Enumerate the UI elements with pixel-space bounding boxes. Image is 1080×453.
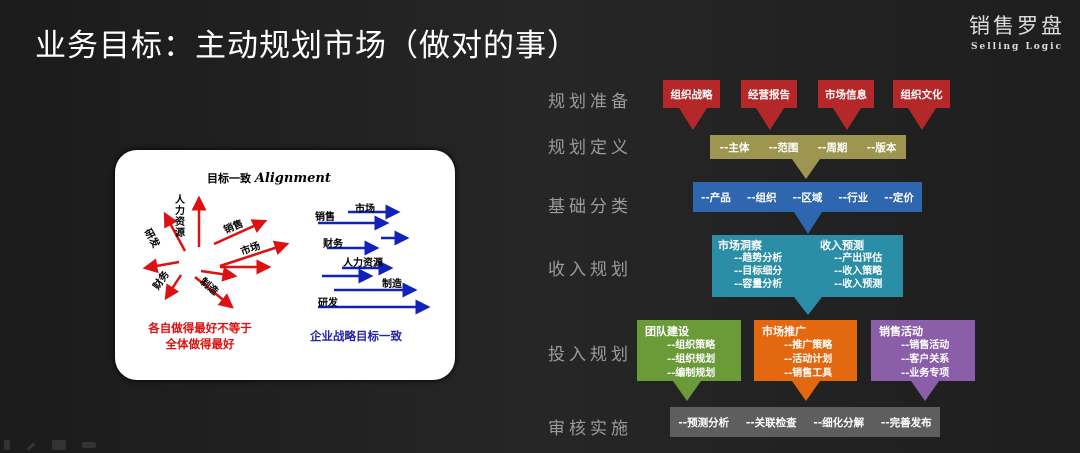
arrow-down-icon [792,159,820,179]
label-mfg-r: 制造 [382,279,402,290]
row-label: 收入规划 [548,260,632,280]
left-caption: 各自做得最好不等于全体做得最好 [125,320,275,352]
row-label: 规划定义 [548,138,632,158]
invest-item: --组织规划 [667,354,716,365]
revenue-item: --收入预测 [834,279,883,290]
invest-item: --业务专项 [901,368,950,379]
right-caption: 企业战略目标一致 [310,329,402,343]
classify-item: --定价 [884,191,914,204]
invest-box-sales: 销售活动 --销售活动 --客户关系 --业务专项 [871,320,975,381]
revenue-title: 市场洞察 [718,239,762,252]
prep-box: 经营报告 [741,80,797,108]
define-item: --版本 [866,141,897,154]
prep-box: 组织文化 [893,80,950,108]
logo-cn: 销售罗盘 [969,14,1065,38]
prev-slide-icon[interactable] [4,440,10,450]
next-slide-icon[interactable] [82,442,96,448]
classify-item: --组织 [746,191,777,204]
label-sales-r: 销售 [315,212,335,223]
revenue-box: 市场洞察--趋势分析 --目标细分 --容量分析 收入预测--产出评估 --收入策略 -… [712,235,903,297]
revenue-title: 收入预测 [820,239,864,252]
define-bar: --主体 --范围 --周期 --版本 [710,135,906,159]
invest-item: --活动计划 [784,354,833,365]
label-hr-r: 人力资源 [343,258,383,269]
left-caption-line: 全体做得最好 [165,337,235,351]
arrow-down-icon [833,108,861,130]
row-label: 审核实施 [548,419,632,439]
row-label: 投入规划 [548,345,632,365]
prep-box: 市场信息 [818,80,874,108]
invest-item: --客户关系 [901,354,950,365]
review-item: --关联检查 [745,416,797,429]
review-item: --细化分解 [813,416,865,429]
define-item: --范围 [768,141,799,154]
review-bar: --预测分析 --关联检查 --细化分解 --完善发布 [670,407,940,437]
invest-title: 市场推广 [762,325,806,338]
revenue-item: --收入策略 [834,266,883,277]
label-hr: 人力资源 [175,195,185,239]
revenue-item: --趋势分析 [734,253,783,264]
classify-item: --行业 [838,191,869,204]
revenue-item: --容量分析 [734,279,783,290]
alignment-card: 目标一致 Alignment 人力资源 销售 研发 市场 财务 制造 销售 市场… [115,150,455,380]
label-finance-r: 财务 [323,239,343,250]
left-caption-line: 各自做得最好不等于 [148,321,252,335]
card-heading: 目标一致 Alignment [207,171,331,186]
arrow-down-icon [911,381,939,401]
invest-item: --编制规划 [667,368,716,379]
prep-box: 组织战略 [663,80,720,108]
arrow-down-icon [794,297,822,315]
arrow-down-icon [679,108,707,130]
row-label: 基础分类 [548,197,632,217]
review-item: --完善发布 [880,416,932,429]
classify-bar: --产品 --组织 --区域 --行业 --定价 [693,182,922,212]
arrow-down-icon [908,108,936,130]
arrow-down-icon [794,212,822,234]
alignment-arrows [142,195,431,315]
slide-title: 业务目标：主动规划市场（做对的事） [35,28,579,64]
revenue-item: --目标细分 [734,266,783,277]
menu-icon[interactable] [52,440,66,450]
arrow-down-icon [792,381,820,401]
arrow-down-icon [673,381,701,401]
pen-icon[interactable] [26,441,36,452]
define-item: --周期 [817,141,848,154]
classify-item: --区域 [792,191,823,204]
invest-item: --销售活动 [901,340,950,351]
arrow-down-icon [756,108,784,130]
invest-title: 团队建设 [645,325,689,338]
invest-box-marketing: 市场推广 --推广策略 --活动计划 --销售工具 [754,320,857,381]
classify-item: --产品 [701,191,731,204]
invest-item: --推广策略 [784,340,833,351]
logo-en: Selling Logic [971,42,1063,52]
label-market-r: 市场 [355,204,375,215]
invest-item: --销售工具 [784,368,833,379]
logo: 销售罗盘 Selling Logic [962,10,1072,52]
define-item: --主体 [719,141,750,154]
label-rd-r: 研发 [318,298,338,309]
invest-box-team: 团队建设 --组织策略 --组织规划 --编制规划 [637,320,741,381]
invest-item: --组织策略 [667,340,716,351]
row-label: 规划准备 [548,92,632,112]
review-item: --预测分析 [678,416,730,429]
revenue-item: --产出评估 [834,253,883,264]
invest-title: 销售活动 [879,325,923,338]
